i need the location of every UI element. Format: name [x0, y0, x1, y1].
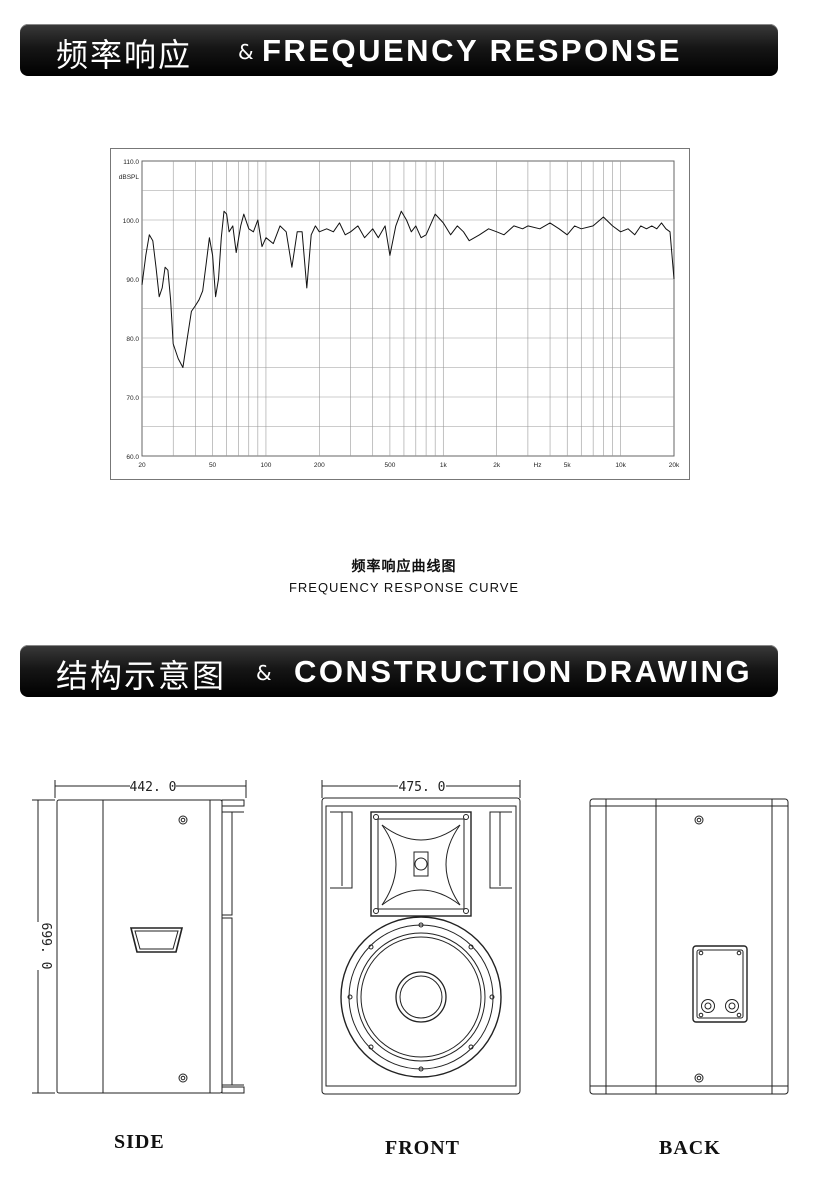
side-view-label: SIDE	[114, 1131, 165, 1153]
section-title-en: CONSTRUCTION DRAWING	[294, 654, 753, 689]
x-axis-label: Hz	[534, 462, 542, 469]
front-width-dimension: 475. 0	[399, 780, 446, 795]
side-height-dimension: 699. 0	[38, 923, 53, 970]
section-title-cn: 结构示意图	[56, 657, 227, 695]
x-tick-label: 1k	[440, 462, 448, 469]
side-view-drawing	[32, 780, 247, 1094]
x-tick-label: 20	[138, 462, 146, 469]
section-title-amp: &	[256, 661, 272, 685]
frequency-response-chart: 110.0 100.0 90.0 80.0 70.0 60.0 dBSPL 20 50 100 20…	[110, 148, 690, 480]
y-tick-label: 80.0	[126, 336, 139, 343]
y-tick-label: 60.0	[126, 454, 139, 461]
x-tick-label: 50	[209, 462, 217, 469]
response-curve	[141, 210, 675, 368]
chart-caption-cn: 频率响应曲线图	[351, 559, 457, 575]
y-tick-label: 100.0	[123, 218, 140, 225]
y-axis-label: dBSPL	[119, 174, 140, 181]
section-banner-construction-drawing: 结构示意图 & CONSTRUCTION DRAWING	[20, 645, 778, 697]
front-view-label: FRONT	[385, 1137, 460, 1159]
section-title-en: FREQUENCY RESPONSE	[262, 33, 682, 68]
x-tick-label: 10k	[615, 462, 626, 469]
x-tick-label: 100	[261, 462, 272, 469]
section-title-amp: &	[238, 40, 254, 64]
chart-canvas: 110.0 100.0 90.0 80.0 70.0 60.0 dBSPL 20 50 100 20…	[119, 159, 680, 469]
back-view-drawing	[589, 798, 789, 1095]
x-tick-label: 5k	[564, 462, 572, 469]
x-tick-label: 200	[314, 462, 325, 469]
section-banner-frequency-response: 频率响应 & FREQUENCY RESPONSE	[20, 24, 778, 76]
y-tick-label: 70.0	[126, 395, 139, 402]
x-tick-label: 2k	[493, 462, 501, 469]
x-tick-label: 500	[384, 462, 395, 469]
side-width-dimension: 442. 0	[130, 780, 177, 795]
front-view-drawing	[321, 780, 521, 1095]
construction-drawings: 442. 0 475. 0 699. 0	[31, 778, 789, 1095]
chart-caption-en: FREQUENCY RESPONSE CURVE	[288, 580, 520, 595]
back-view-label: BACK	[659, 1137, 721, 1159]
x-tick-label: 20k	[669, 462, 680, 469]
section-title-cn: 频率响应	[56, 36, 193, 74]
y-tick-label: 110.0	[123, 159, 139, 166]
y-tick-label: 90.0	[126, 277, 139, 284]
